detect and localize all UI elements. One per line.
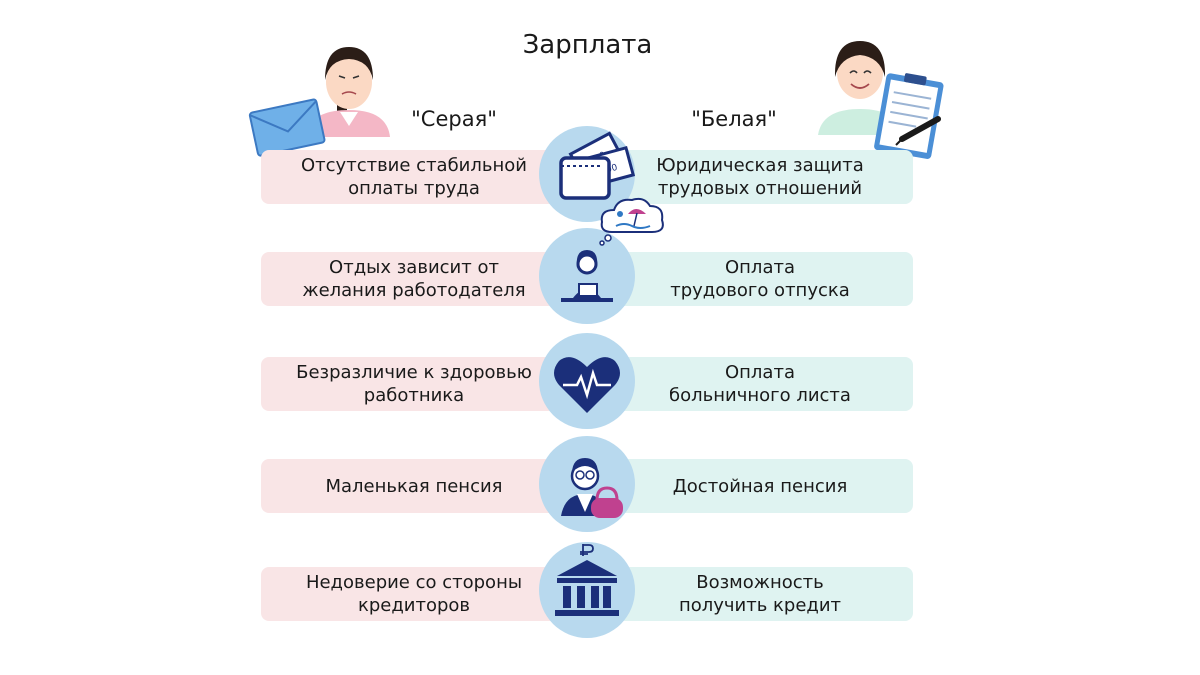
page-title: Зарплата [522,30,653,60]
wallet-money-icon: 200 100 [559,131,635,200]
white-salary-item: Достойная пенсия [607,459,913,513]
column-header-white: "Белая" [691,107,777,131]
comparison-icon-circle [539,228,635,324]
unhappy-woman-icon [248,47,390,157]
vacation-thought-bubble-icon [598,196,668,246]
comparison-icon-circle [539,542,635,638]
happy-woman-icon [818,41,944,159]
comparison-icon-circle [539,333,635,429]
office-worker-icon [561,250,613,302]
bank-ruble-icon [555,544,619,616]
column-header-gray: "Серая" [411,107,497,131]
comparison-icon-circle [539,436,635,532]
heart-pulse-icon [554,357,620,413]
gray-salary-item: Маленькая пенсия [261,459,567,513]
comparison-icon-circle: 200 100 [539,126,635,222]
pensioner-purse-icon [561,458,623,518]
